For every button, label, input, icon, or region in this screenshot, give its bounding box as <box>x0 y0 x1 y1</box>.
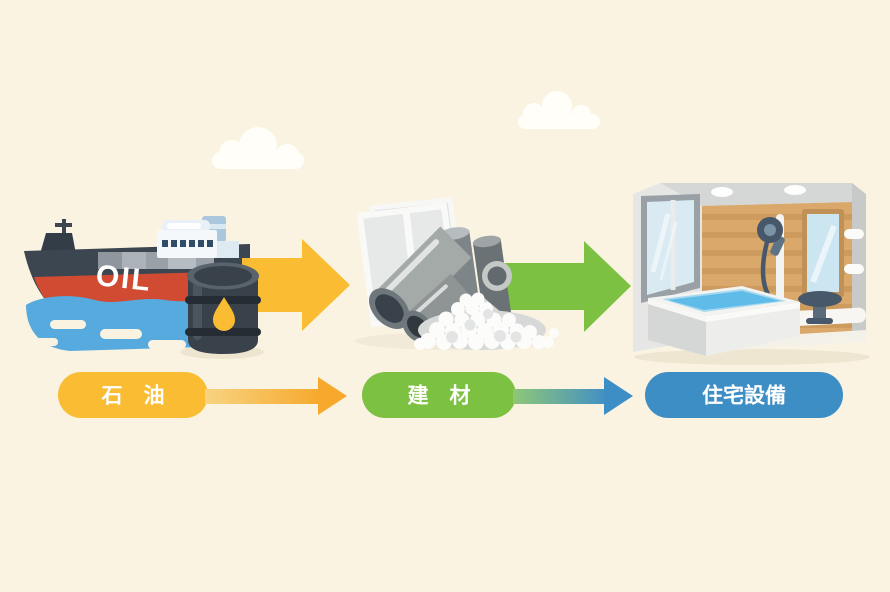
bathroom-shelf <box>844 229 864 239</box>
bathtub <box>648 286 800 356</box>
stage-pill-equipment <box>645 372 843 418</box>
gravel-pile <box>414 292 559 350</box>
building-materials-illustration <box>355 197 559 350</box>
stage-pill-materials <box>362 372 516 418</box>
stage-arrow-materials-to-equipment <box>513 377 633 415</box>
flow-arrow-oil-to-materials <box>242 239 350 331</box>
ceiling-light <box>711 187 733 197</box>
cloud-icon <box>518 91 600 129</box>
flow-arrow-materials-to-equipment <box>498 241 631 332</box>
oil-drop-icon <box>213 297 235 331</box>
bathroom-illustration <box>633 183 870 365</box>
ship-stack <box>40 233 76 254</box>
stage-label-materials: 建 材 <box>408 384 471 408</box>
stage-arrow-oil-to-materials <box>205 377 347 415</box>
stage-label-row: 石 油 建 材 住宅設備 <box>58 372 843 418</box>
bathroom-right-wall <box>852 183 866 338</box>
pipe-large <box>369 226 472 329</box>
bathroom-window <box>641 194 700 303</box>
stage-label-oil: 石 油 <box>101 385 165 408</box>
bath-water <box>668 291 780 310</box>
stage-pill-oil <box>58 372 208 418</box>
faucet-mixer <box>798 291 842 324</box>
ship-superstructure <box>157 216 239 258</box>
stage-label-equipment: 住宅設備 <box>702 384 786 408</box>
oil-barrel-icon <box>180 262 264 359</box>
bathroom-shelf <box>844 264 864 274</box>
cloud-icon <box>212 127 304 169</box>
pipe-end <box>482 261 512 291</box>
ceiling-light <box>784 185 806 195</box>
shower-head <box>757 214 820 323</box>
bathroom-mirror <box>802 209 844 297</box>
ship-oil-text: OIL <box>94 259 153 298</box>
